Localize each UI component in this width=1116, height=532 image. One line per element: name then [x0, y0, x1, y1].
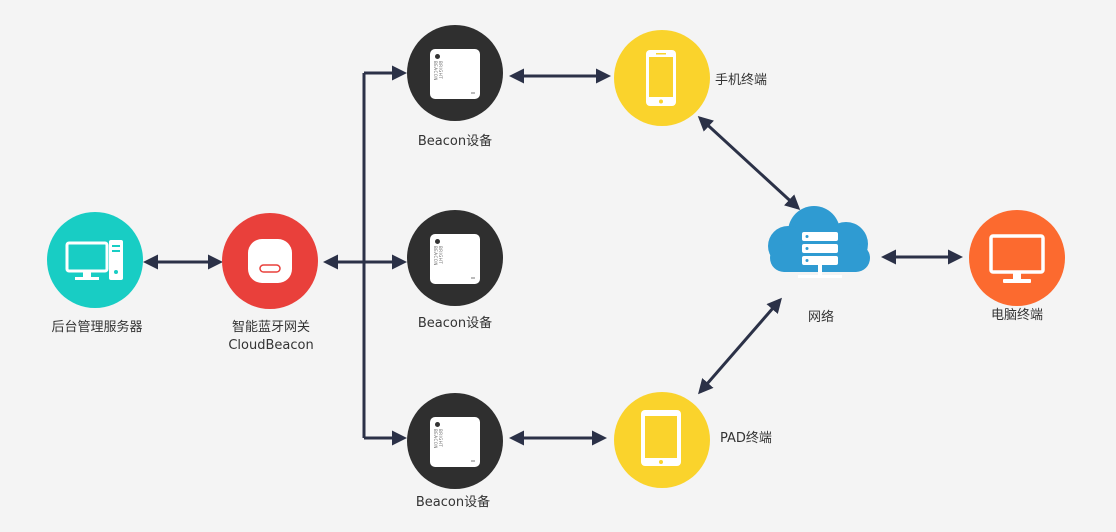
pc-node	[969, 210, 1065, 306]
beacon-node-bottom: BRIGHT BEACON	[407, 393, 503, 489]
gateway-label-line2: CloudBeacon	[228, 338, 314, 353]
phone-label: 手机终端	[715, 73, 768, 88]
network-label: 网络	[807, 310, 835, 325]
pc-label: 电脑终端	[990, 308, 1044, 323]
smartphone-icon	[646, 50, 676, 106]
phone-node	[614, 30, 710, 126]
connector-phone-network	[697, 115, 801, 211]
pad-node	[614, 392, 710, 488]
server-node	[47, 212, 143, 308]
gateway-router-icon	[248, 239, 292, 283]
beacon-device-icon: BRIGHT BEACON	[430, 417, 480, 467]
beacon-device-icon: BRIGHT BEACON	[430, 49, 480, 99]
server-label: 后台管理服务器	[51, 320, 143, 335]
gateway-node	[222, 213, 318, 309]
beacon-label-top: Beacon设备	[417, 134, 493, 149]
beacon-device-icon: BRIGHT BEACON	[430, 234, 480, 284]
tablet-icon	[641, 410, 681, 466]
beacon-label-bottom: Beacon设备	[415, 495, 491, 510]
beacon-node-top: BRIGHT BEACON	[407, 25, 503, 121]
beacon-label-middle: Beacon设备	[417, 316, 493, 331]
monitor-icon	[989, 234, 1045, 283]
desktop-computer-icon	[65, 240, 123, 280]
beacon-node-middle: BRIGHT BEACON	[407, 210, 503, 306]
pad-label: PAD终端	[720, 431, 772, 446]
cloud-server-icon	[768, 206, 870, 278]
gateway-label-line1: 智能蓝牙网关	[231, 320, 311, 335]
connector-pad-network	[698, 297, 782, 395]
